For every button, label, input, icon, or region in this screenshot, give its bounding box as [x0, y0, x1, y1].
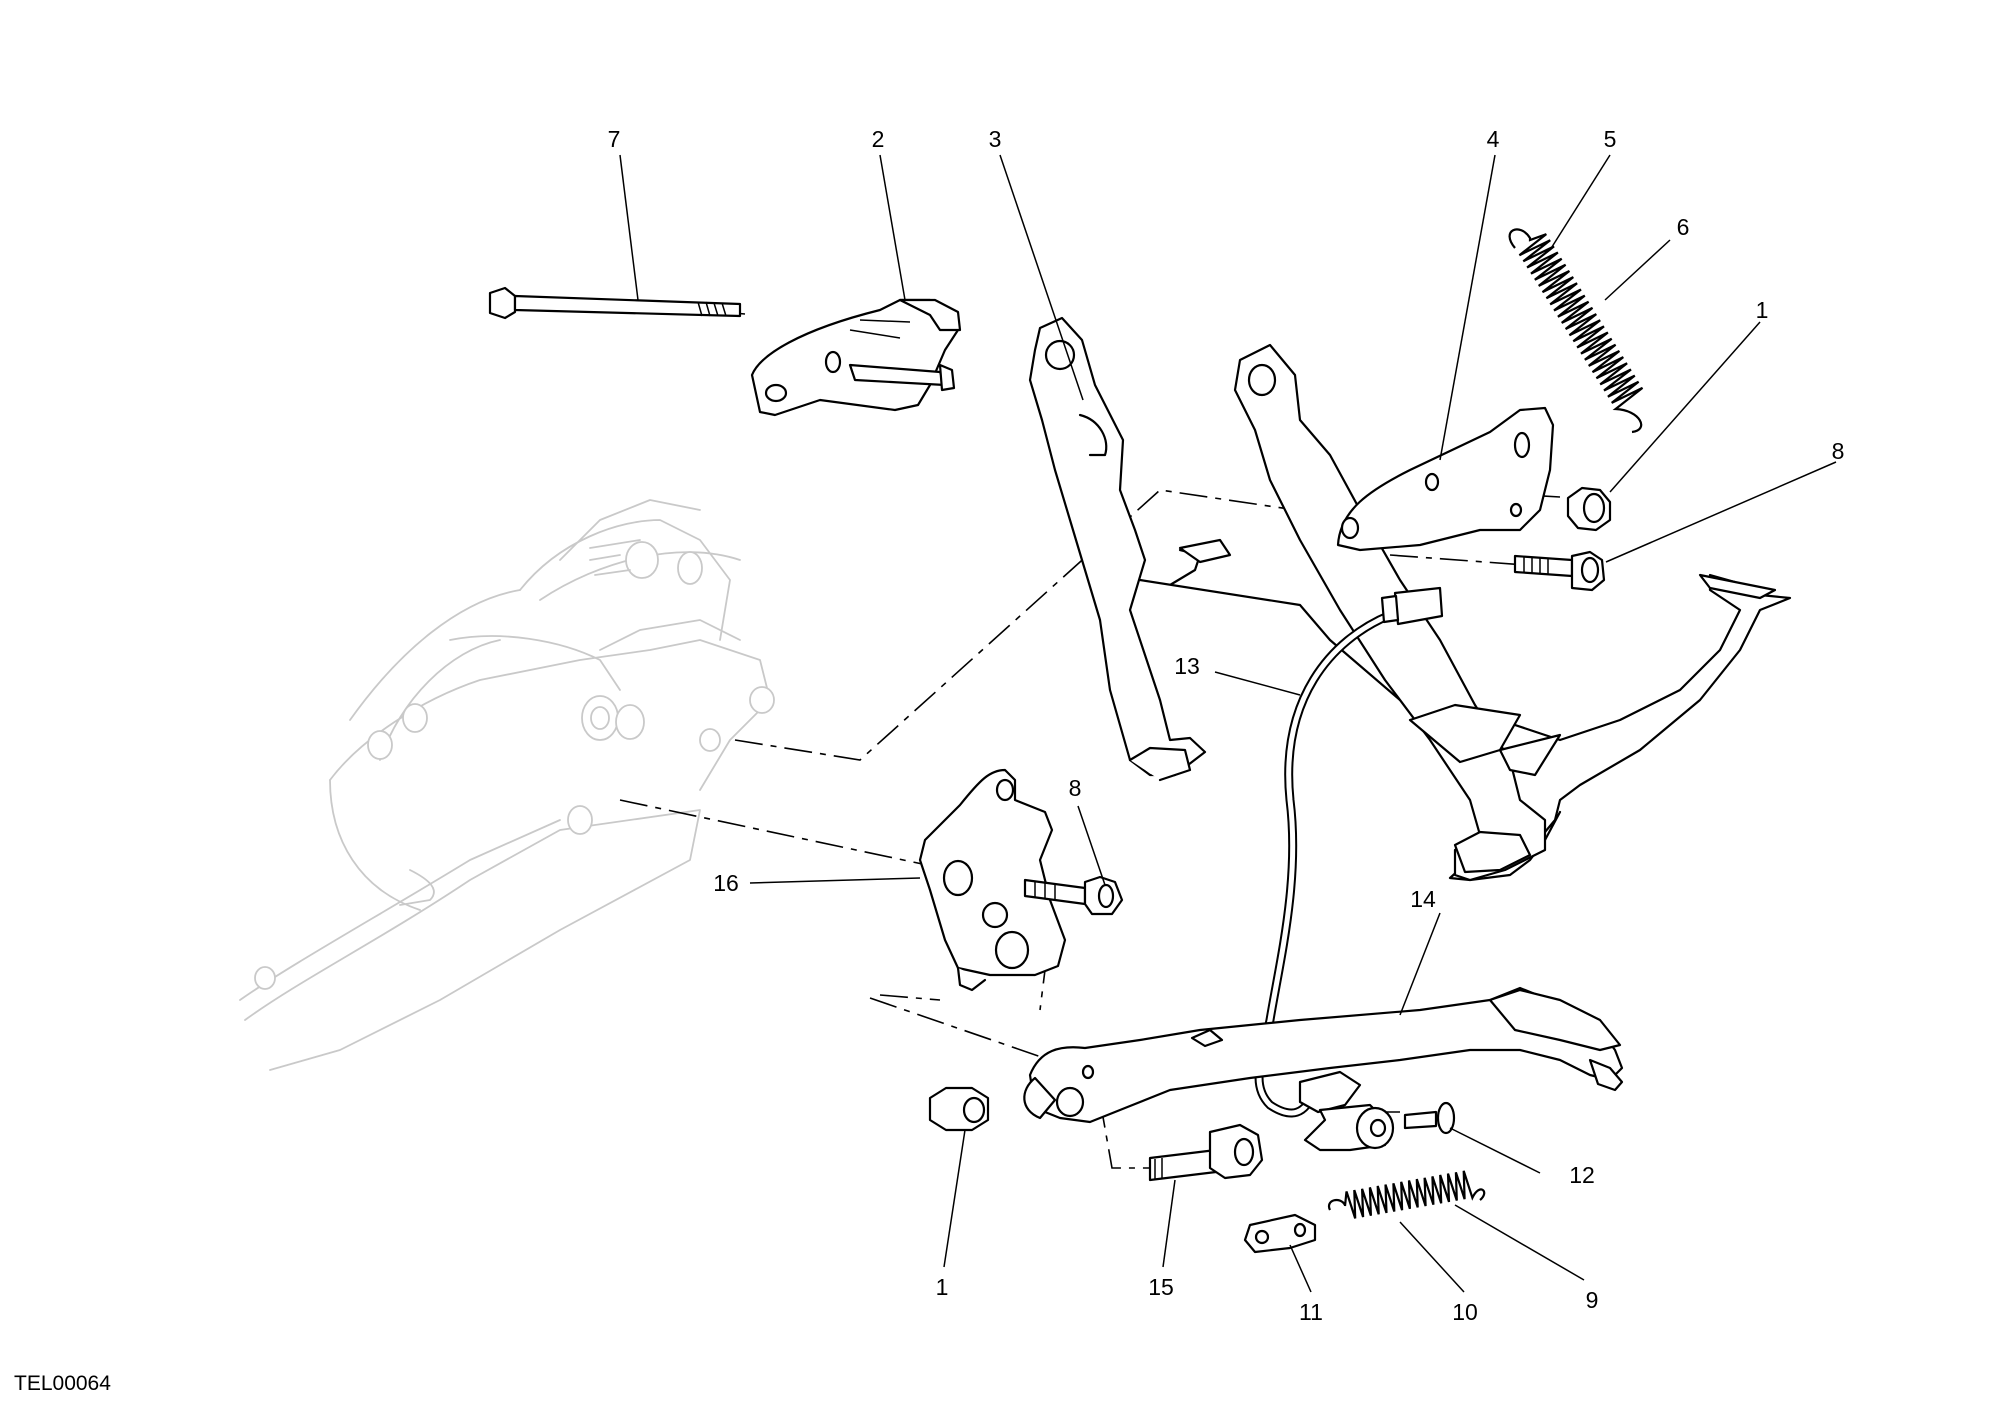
part-11-plate: [1243, 1213, 1317, 1254]
callout-1-top: 1: [1756, 297, 1769, 323]
callout-12: 12: [1569, 1162, 1595, 1188]
callout-11: 11: [1299, 1299, 1323, 1325]
callout-14: 14: [1410, 886, 1436, 912]
part-16-plate: [918, 768, 1067, 992]
part-9-10-spring-bottom: [1327, 1170, 1486, 1219]
callout-9: 9: [1586, 1287, 1599, 1313]
part-13-center-stand: [1138, 343, 1792, 882]
drawing-code: TEL00064: [14, 1372, 111, 1395]
callout-16: 16: [713, 870, 739, 896]
callout-15: 15: [1148, 1274, 1174, 1300]
callout-7: 7: [608, 126, 621, 152]
part-2-bracket: [750, 298, 962, 417]
callout-4: 4: [1487, 126, 1500, 152]
part-1-spacer-bottom: [928, 1086, 990, 1132]
part-12-screw: [1403, 1101, 1456, 1135]
part-4-bracket-right: [1336, 406, 1555, 552]
leader-lines: [619, 154, 1837, 1293]
callout-13: 13: [1174, 653, 1200, 679]
part-5-6-spring: [1508, 228, 1644, 434]
callout-2: 2: [872, 126, 885, 152]
callout-5: 5: [1604, 126, 1617, 152]
callout-labels: 7 2 3 4 5 6 1 8 13 8 16 14 12 1 15 11 10…: [608, 126, 1845, 1325]
part-1-nut-top: [1566, 486, 1612, 532]
part-3-stand-leg-left: [1028, 316, 1207, 782]
callout-10: 10: [1452, 1299, 1478, 1325]
part-7-long-bolt: [488, 286, 742, 320]
side-stand-switch: [1298, 1070, 1395, 1152]
engine-crankcase-ghost: [239, 499, 775, 1071]
part-14-side-stand: [1023, 986, 1624, 1124]
callout-8-top: 8: [1832, 438, 1845, 464]
part-15-pin: [1148, 1123, 1264, 1182]
callout-1-bottom: 1: [936, 1274, 949, 1300]
part-8-bolt-top: [1513, 550, 1606, 592]
callout-6: 6: [1677, 214, 1690, 240]
callout-8-mid: 8: [1069, 775, 1082, 801]
wire-harness: [1254, 586, 1444, 1118]
callout-3: 3: [989, 126, 1002, 152]
